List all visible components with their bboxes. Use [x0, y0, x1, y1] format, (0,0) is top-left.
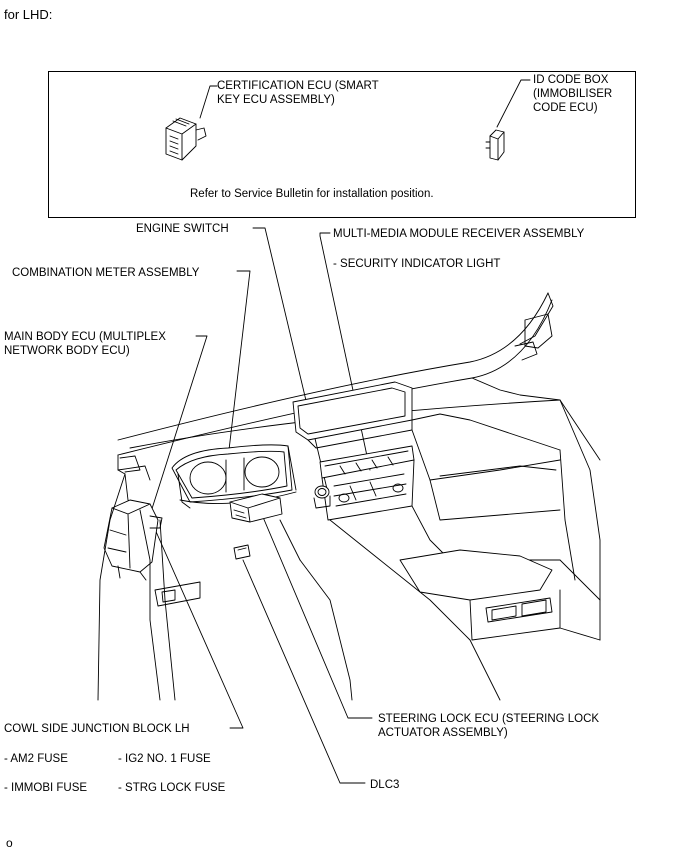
- steering-lock-ecu-leader: [259, 509, 373, 719]
- center-stack-controls: [319, 445, 415, 521]
- center-display: [292, 381, 413, 449]
- steering-lock-ecu-label-line2: ACTUATOR ASSEMBLY): [378, 727, 508, 739]
- steering-lock-ecu-label-line1: STEERING LOCK ECU (STEERING LOCK: [378, 713, 600, 725]
- figure-code: o: [6, 836, 13, 850]
- combination-meter-leader: [228, 270, 251, 451]
- cowl-side-jb-label: COWL SIDE JUNCTION BLOCK LH: [4, 723, 190, 735]
- id-code-box-part: [485, 129, 505, 161]
- certification-ecu-label-line1: CERTIFICATION ECU (SMART: [217, 80, 379, 92]
- multimedia-receiver-label: MULTI-MEDIA MODULE RECEIVER ASSEMBLY: [333, 228, 585, 240]
- certification-ecu-leader: [199, 85, 218, 119]
- dlc3-connector: [233, 544, 251, 560]
- multimedia-receiver-leader: [319, 232, 371, 471]
- engine-switch-label: ENGINE SWITCH: [136, 223, 229, 235]
- main-body-ecu-label-line1: MAIN BODY ECU (MULTIPLEX: [4, 331, 166, 343]
- immobi-fuse-label: - IMMOBI FUSE: [4, 782, 88, 794]
- id-code-box-label-line2: (IMMOBILISER: [533, 88, 613, 100]
- id-code-box-label-line3: CODE ECU): [533, 102, 598, 114]
- combination-meter-label: COMBINATION METER ASSEMBLY: [12, 267, 200, 279]
- combination-meter: [171, 444, 297, 509]
- steering-lock-ecu: [229, 493, 283, 523]
- center-console: [279, 505, 601, 701]
- dlc3-label: DLC3: [370, 779, 400, 791]
- strg-lock-fuse-label: - STRG LOCK FUSE: [118, 782, 226, 794]
- dash-top-line: [117, 292, 549, 441]
- region-label: for LHD:: [4, 7, 53, 22]
- security-indicator-label: - SECURITY INDICATOR LIGHT: [333, 258, 501, 270]
- certification-ecu-label-line2: KEY ECU ASSEMBLY): [217, 94, 335, 106]
- dlc3-leader: [242, 559, 366, 784]
- inset-note: Refer to Service Bulletin for installati…: [190, 188, 434, 200]
- id-code-box-label-line1: ID CODE BOX: [533, 74, 609, 86]
- main-body-ecu-leader: [149, 335, 208, 516]
- inset-box: [48, 71, 636, 218]
- ig2-fuse-label: - IG2 NO. 1 FUSE: [118, 753, 211, 765]
- certification-ecu-part: [165, 117, 207, 161]
- cowl-side-jb-leader: [149, 517, 244, 729]
- main-body-ecu-label-line2: NETWORK BODY ECU): [4, 345, 130, 357]
- cowl-side-junction-block: [103, 499, 163, 581]
- am2-fuse-label: - AM2 FUSE: [4, 753, 68, 765]
- id-code-box-leader: [496, 79, 531, 128]
- engine-switch-part: [313, 485, 331, 509]
